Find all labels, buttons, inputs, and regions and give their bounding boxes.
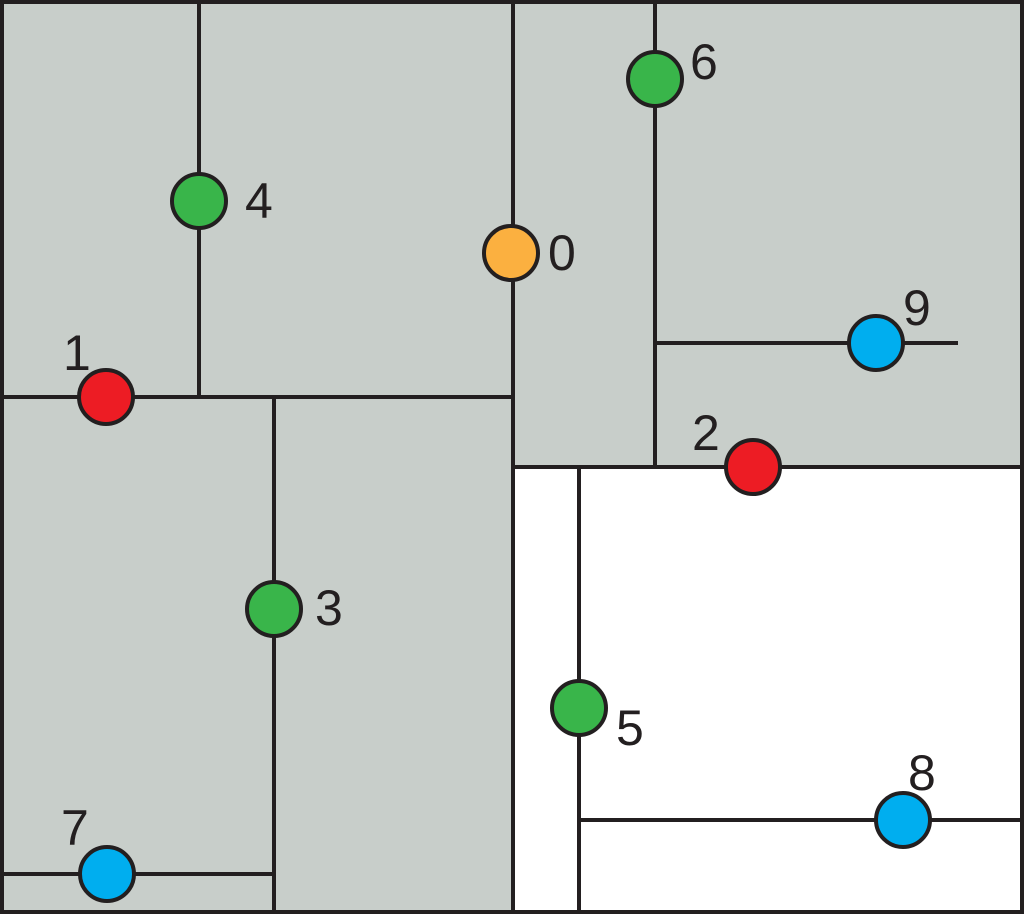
node-1-label: 1 <box>63 325 91 381</box>
node-3: 3 <box>245 580 343 638</box>
region-top-right <box>513 0 1024 467</box>
node-6-marker <box>626 50 684 108</box>
nodes: 0 1 2 3 4 5 6 7 <box>61 34 936 903</box>
node-6-label: 6 <box>690 34 718 90</box>
node-0: 0 <box>482 224 576 282</box>
node-0-marker <box>482 224 540 282</box>
node-1-marker <box>77 368 135 426</box>
node-1: 1 <box>63 325 135 426</box>
node-2: 2 <box>692 405 782 496</box>
node-6: 6 <box>626 34 718 108</box>
node-5-label: 5 <box>616 700 644 756</box>
node-7: 7 <box>61 800 136 903</box>
node-0-label: 0 <box>548 225 576 281</box>
node-3-marker <box>245 580 303 638</box>
node-9-marker <box>847 314 905 372</box>
node-4-marker <box>170 172 228 230</box>
node-5: 5 <box>550 679 644 756</box>
node-4: 4 <box>170 172 273 230</box>
node-3-label: 3 <box>315 580 343 636</box>
node-8-label: 8 <box>908 745 936 801</box>
node-2-marker <box>724 438 782 496</box>
node-4-label: 4 <box>245 173 273 229</box>
node-9: 9 <box>847 280 931 372</box>
node-7-marker <box>78 845 136 903</box>
node-8: 8 <box>874 745 936 849</box>
region-left <box>0 0 513 914</box>
node-9-label: 9 <box>903 280 931 336</box>
node-5-marker <box>550 679 608 737</box>
node-7-label: 7 <box>61 800 89 856</box>
node-8-marker <box>874 791 932 849</box>
node-2-label: 2 <box>692 405 720 461</box>
